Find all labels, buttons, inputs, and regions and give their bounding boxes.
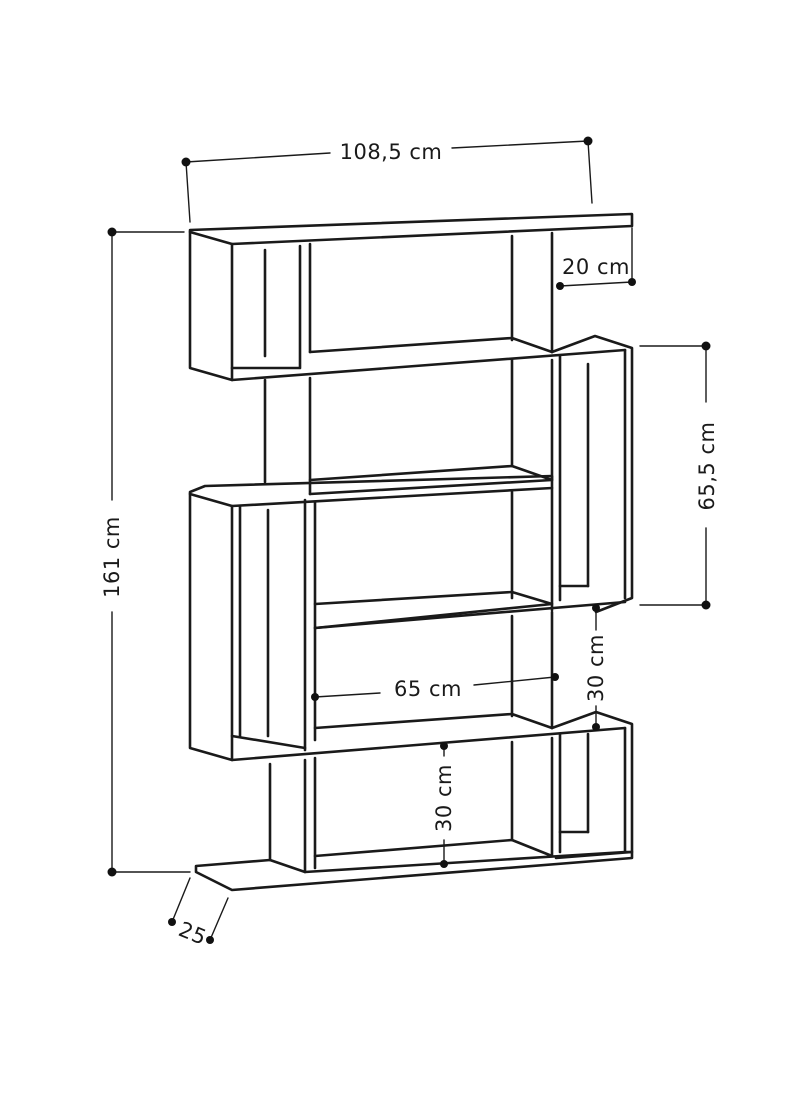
top-shelf-floor — [308, 336, 554, 354]
depth-base-label: 25 — [175, 917, 210, 950]
inner-width-label: 65 cm — [394, 677, 462, 701]
dimension-lines — [107, 136, 711, 944]
width-top-label: 108,5 cm — [340, 140, 443, 164]
depth-small-label: 20 cm — [562, 255, 630, 279]
top-left-side — [188, 230, 234, 382]
top-board — [188, 212, 634, 246]
height-total-label: 161 cm — [100, 516, 124, 598]
shelf-gap-bottom-label: 30 cm — [432, 764, 456, 832]
shelf-gap-right-label: 30 cm — [584, 634, 608, 702]
middle-shelf — [308, 464, 554, 496]
base-board — [194, 850, 634, 892]
shelf-structure — [188, 212, 634, 892]
right-upper-box — [550, 334, 634, 614]
right-section-height-label: 65,5 cm — [695, 422, 719, 511]
